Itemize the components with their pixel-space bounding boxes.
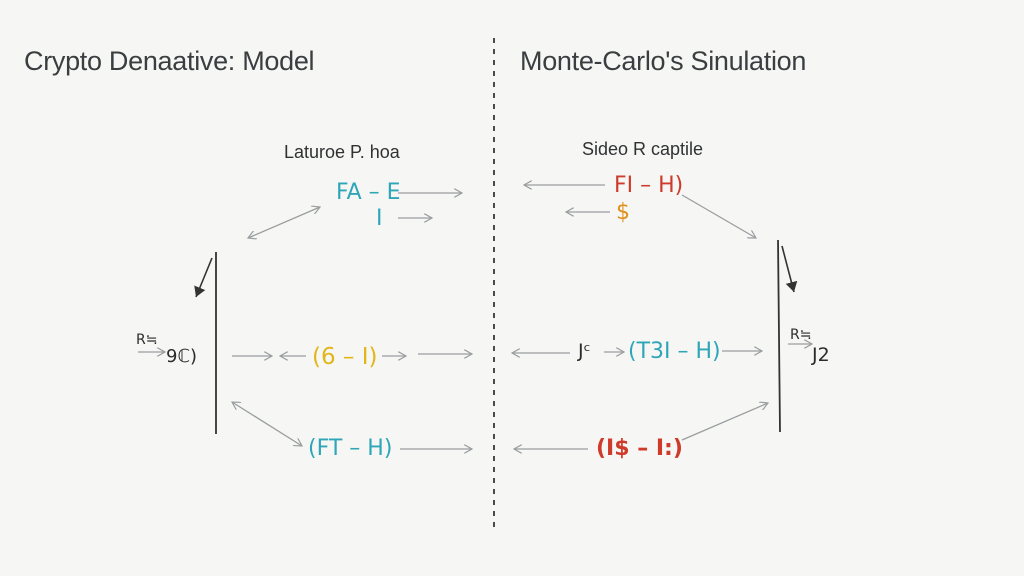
bracket-right-arrow: [781, 245, 798, 293]
left-node-top-sub: I: [376, 206, 383, 231]
arrow-diag-bottom-left: [232, 402, 302, 446]
left-node-bottom: (FT – H): [308, 436, 393, 461]
right-node-side-value: J2: [812, 344, 830, 366]
left-node-top-main: FA – E: [336, 180, 401, 205]
left-node-side-label: R≒: [136, 332, 158, 348]
arrow-r-diag-bottom: [681, 403, 768, 441]
arrow-r-diag-top: [681, 194, 756, 238]
right-node-top-main: FI – H): [614, 173, 684, 198]
arrow-diag-top-left: [248, 207, 320, 238]
right-node-side-label: R≒: [790, 327, 812, 343]
right-panel-title: Monte-Carlo's Sinulation: [520, 46, 807, 76]
right-node-mid-prefix: Jᶜ: [578, 340, 591, 362]
bracket-right: [777, 239, 781, 433]
right-node-mid: (T3I – H): [628, 339, 721, 364]
bracket-left-arrow: [194, 257, 213, 298]
left-panel-subtitle: Laturoe P. hoa: [284, 142, 400, 162]
left-panel-title: Crypto Denaative: Model: [24, 46, 315, 76]
right-panel-subtitle: Sideo R captile: [582, 139, 704, 159]
left-node-mid: (6 – I): [312, 344, 378, 370]
right-node-top-sub: $: [616, 200, 630, 225]
left-node-side-value: 9ℂ): [166, 346, 198, 367]
right-node-bottom: (I$ – I:): [596, 436, 683, 461]
